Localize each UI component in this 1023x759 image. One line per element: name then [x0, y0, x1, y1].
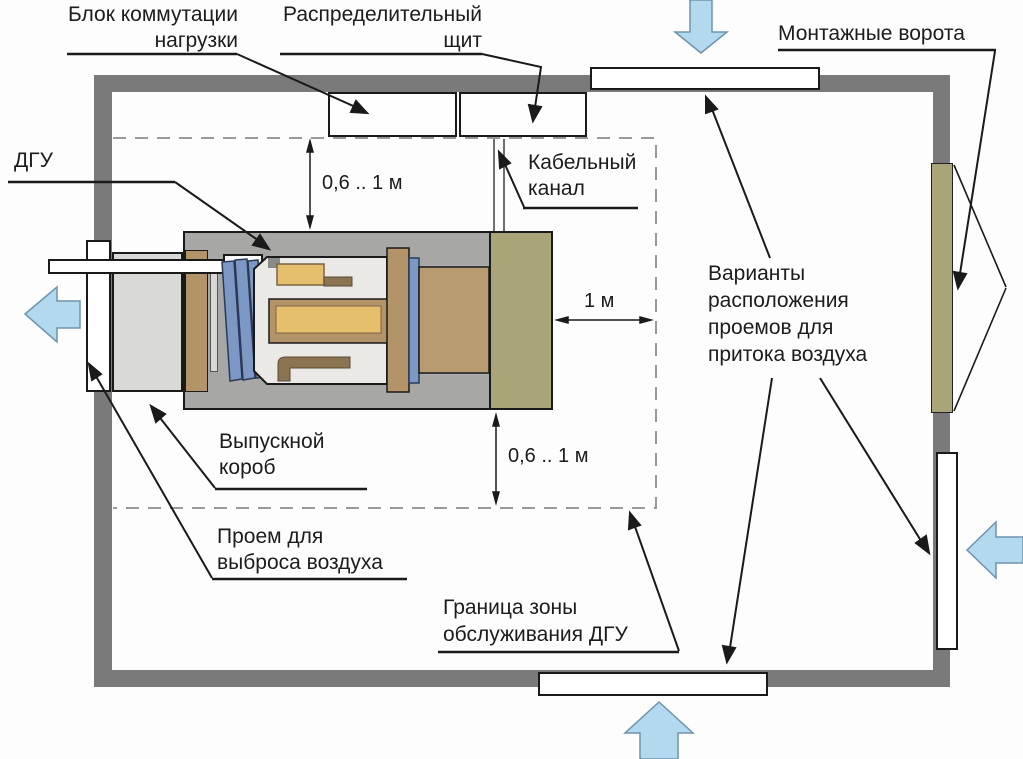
airflow-arrow-bottom — [623, 700, 695, 759]
radiator-fin-2 — [234, 258, 256, 381]
airflow-arrow-right — [965, 520, 1023, 580]
engine-head-pipe — [323, 276, 353, 287]
label-dgu: ДГУ — [14, 149, 53, 172]
label-distribution-board: Распределительный щит — [283, 3, 482, 52]
exhaust-duct-box — [112, 252, 183, 392]
dimension-bottom-clearance: 0,6 .. 1 м — [508, 445, 589, 467]
label-exhaust-duct: Выпускной короб — [219, 430, 325, 479]
label-mounting-gates: Монтажные ворота — [778, 22, 965, 45]
radiator-fin-1 — [221, 260, 243, 382]
engine-mid-core — [275, 305, 382, 334]
service-zone-boundary-line — [113, 137, 657, 509]
genset-mount-bar-left — [185, 250, 208, 392]
cable-channel-lines — [493, 139, 505, 231]
distribution-board-cabinet — [459, 92, 587, 137]
top-air-intake-opening — [590, 67, 820, 90]
label-cable-channel: Кабельный канал — [528, 151, 637, 200]
alternator-block — [418, 266, 490, 374]
label-load-switching-block: Блок коммутации нагрузки — [68, 3, 238, 52]
dimension-lines — [306, 138, 654, 506]
genset-end-block — [489, 231, 553, 410]
label-air-intake-options: Варианты расположения проемов для приток… — [708, 262, 868, 366]
airflow-arrow-left — [23, 285, 81, 344]
airflow-arrows — [23, 0, 1023, 759]
dimension-top-clearance: 0,6 .. 1 м — [322, 172, 403, 194]
coupling-plate — [408, 257, 420, 384]
genset-mount-bar-right — [386, 247, 410, 393]
label-service-zone-boundary: Граница зоны обслуживания ДГУ — [443, 596, 628, 646]
right-air-intake-opening — [936, 452, 958, 650]
engine-top-notch — [268, 258, 280, 268]
engine-assembly — [221, 247, 490, 393]
engine-oil-pipe — [277, 356, 351, 382]
load-switching-block-cabinet — [328, 92, 457, 137]
gate-extent-lines — [953, 164, 1007, 412]
leader-lines — [87, 50, 996, 665]
mounting-gate — [931, 163, 953, 413]
engine-head-block — [276, 263, 325, 286]
bottom-air-intake-opening — [538, 672, 768, 696]
airflow-arrow-top — [672, 0, 730, 54]
label-underlines — [8, 48, 996, 654]
label-air-exhaust-opening: Проем для выброса воздуха — [217, 525, 383, 574]
dimension-right-clearance: 1 м — [584, 290, 615, 312]
